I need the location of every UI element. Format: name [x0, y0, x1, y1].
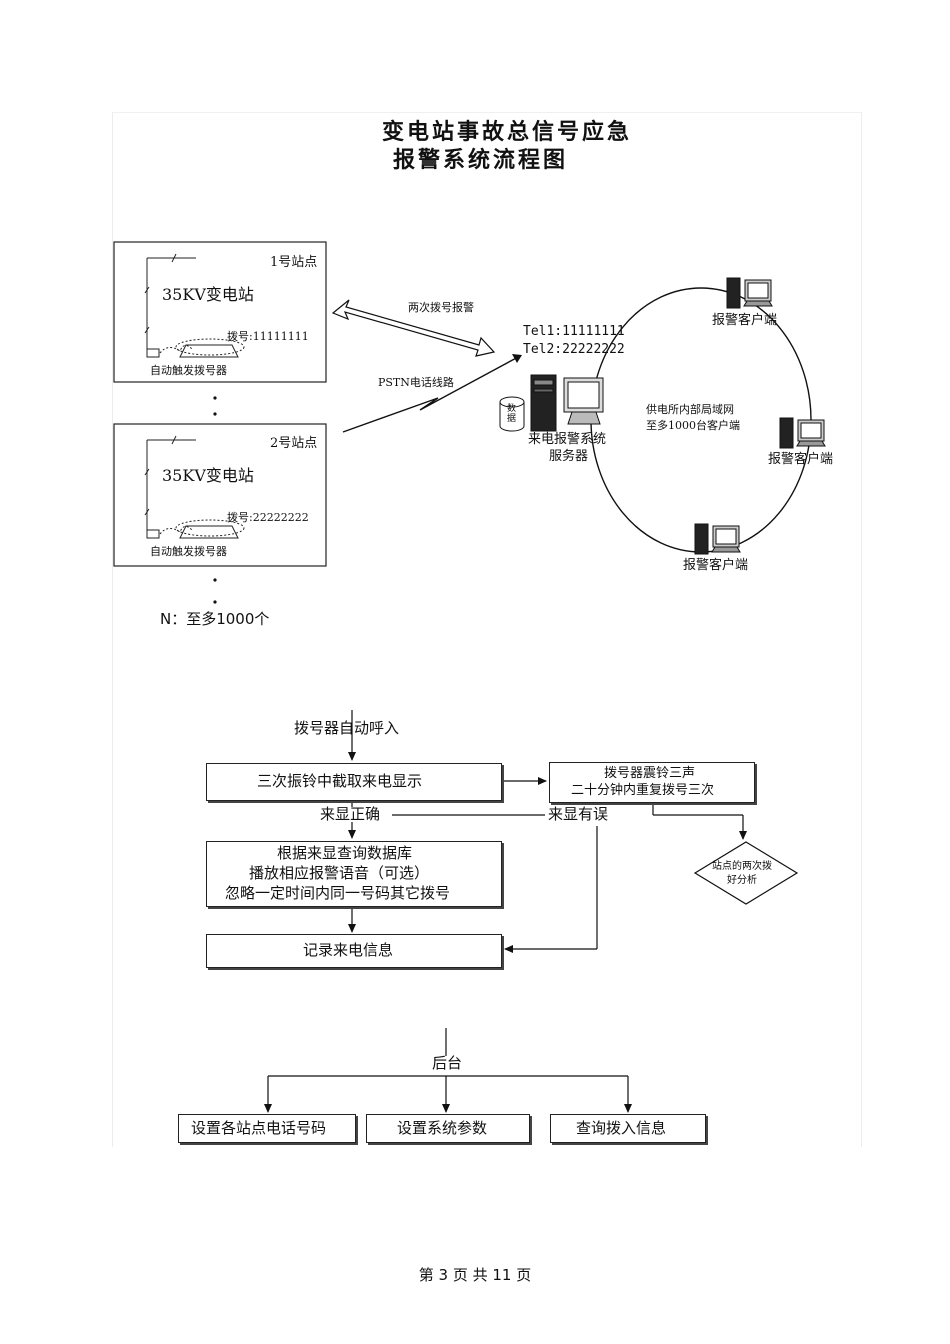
server-label-line2: 服务器: [549, 449, 589, 464]
flow-dialer-ring-line2: 二十分钟内重复拨号三次: [571, 783, 715, 798]
dial-twice-label: 两次拨号报警: [408, 301, 474, 314]
caller-err-label: 来显有误: [546, 805, 611, 823]
backend-item-system-params: 设置系统参数: [366, 1114, 530, 1143]
client-top-label: 报警客户端: [712, 313, 778, 328]
tel1-label: Tel1:11111111: [523, 324, 625, 339]
tel2-label: Tel2:22222222: [523, 342, 625, 357]
backend-item-phone-numbers: 设置各站点电话号码: [178, 1114, 356, 1143]
client-right-computer-icon: [779, 417, 826, 449]
station-1-dialer-label: 自动触发拨号器: [150, 364, 227, 377]
flow-query-box: 根据来显查询数据库 播放相应报警语音（可选） 忽略一定时间内同一号码其它拨号: [206, 841, 502, 907]
station-2-box: [113, 423, 327, 567]
client-top-computer-icon: [726, 277, 773, 309]
backend-label: 后台: [430, 1054, 465, 1072]
diagram-title-line2: 报警系统流程图: [393, 148, 569, 173]
station-1-name: 35KV变电站: [162, 285, 254, 304]
flow-record-text: 记录来电信息: [303, 941, 394, 959]
station-1-id-label: 1号站点: [270, 255, 318, 270]
pstn-label: PSTN电话线路: [378, 376, 454, 389]
station-count-note: N：至多1000个: [160, 610, 270, 628]
flow-start-label: 拨号器自动呼入: [294, 719, 400, 737]
page-footer: 第 3 页 共 11 页: [418, 1266, 532, 1284]
database-label: 数据: [507, 404, 517, 424]
flow-dialer-ring-line1: 拨号器震铃三声: [604, 766, 696, 781]
lan-label-line1: 供电所内部局域网: [646, 403, 734, 416]
station-2-dial: 拨号:22222222: [227, 511, 309, 524]
caller-ok-label: 来显正确: [318, 805, 383, 823]
double-arrow-icon: [331, 299, 496, 357]
server-label-line1: 来电报警系统: [528, 432, 607, 447]
flow-capture-text: 三次振铃中截取来电显示: [257, 772, 423, 790]
station-1-dial: 拨号:11111111: [227, 330, 309, 343]
backend-item-system-params-label: 设置系统参数: [397, 1119, 488, 1137]
diamond-text-line1: 站点的两次拨: [712, 861, 772, 872]
flow-capture-box: 三次振铃中截取来电显示: [206, 763, 502, 801]
database-icon: [499, 396, 525, 432]
flow-query-line2: 播放相应报警语音（可选）: [249, 864, 430, 882]
diagram-frame: [112, 112, 862, 1147]
flow-query-line3: 忽略一定时间内同一号码其它拨号: [225, 884, 451, 902]
client-bottom-label: 报警客户端: [683, 558, 749, 573]
backend-item-phone-numbers-label: 设置各站点电话号码: [191, 1119, 327, 1137]
server-icon: [530, 374, 604, 432]
dialer-2-icon: [179, 525, 239, 539]
diagram-title-line1: 变电站事故总信号应急: [382, 120, 633, 145]
station-2-name: 35KV变电站: [162, 466, 254, 485]
client-right-label: 报警客户端: [768, 452, 834, 467]
station-2-dialer-label: 自动触发拨号器: [150, 545, 227, 558]
backend-item-query-calls: 查询拨入信息: [550, 1114, 706, 1143]
flow-record-box: 记录来电信息: [206, 934, 502, 968]
flow-query-line1: 根据来显查询数据库: [277, 844, 413, 862]
flow-dialer-ring-box: 拨号器震铃三声 二十分钟内重复拨号三次: [549, 762, 755, 803]
client-bottom-computer-icon: [694, 523, 741, 555]
station-1-box: [113, 241, 327, 383]
pstn-line-icon: [342, 355, 521, 433]
diamond-text-line2: 好分析: [727, 875, 757, 886]
station-2-id-label: 2号站点: [270, 436, 318, 451]
analysis-diamond: [693, 841, 799, 905]
backend-item-query-calls-label: 查询拨入信息: [576, 1119, 667, 1137]
lan-label-line2: 至多1000台客户端: [646, 419, 740, 432]
dialer-1-icon: [179, 344, 239, 358]
